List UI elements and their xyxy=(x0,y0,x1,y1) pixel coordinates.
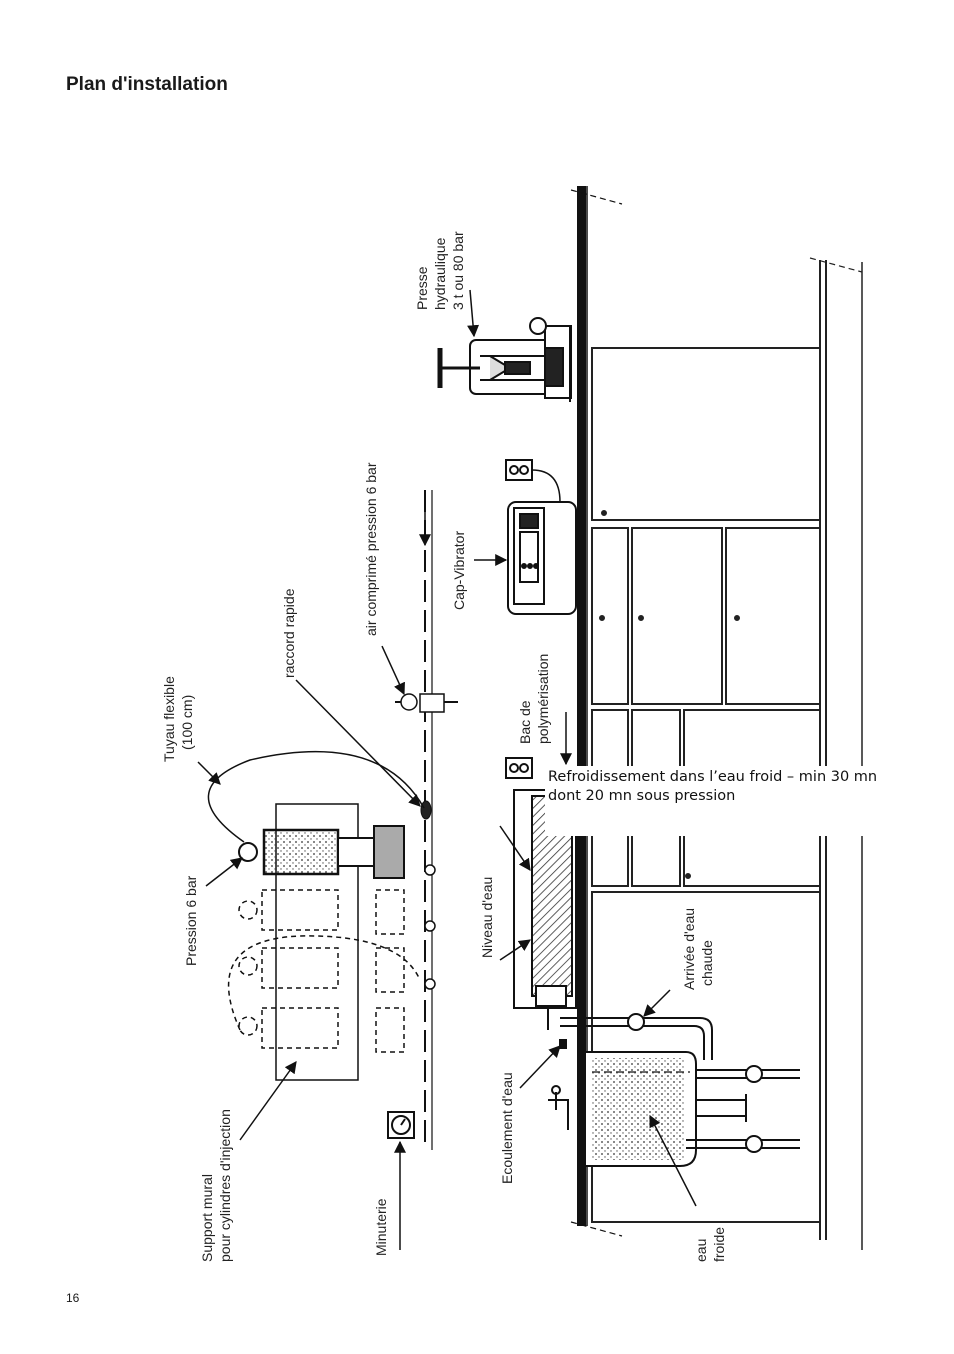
label-ecoulement: Ecoulement d'eau xyxy=(499,1072,515,1184)
cabinets xyxy=(591,257,863,1250)
label-air-comprime: air comprimé pression 6 bar xyxy=(363,462,379,636)
page-title: Plan d'installation xyxy=(66,74,228,95)
label-tuyau-2: (100 cm) xyxy=(179,695,195,750)
label-cap-vibrator: Cap-Vibrator xyxy=(451,531,467,610)
label-arrivee-1: Arrivée d'eau xyxy=(681,908,697,990)
leader-arrows xyxy=(197,289,697,1250)
timer xyxy=(387,1111,415,1139)
label-niveau-eau: Niveau d'eau xyxy=(479,877,495,958)
cap-vibrator xyxy=(505,459,577,615)
wall-support xyxy=(207,750,425,1081)
label-presse-1: Presse xyxy=(414,266,430,310)
label-eau-froide-2: froide xyxy=(711,1227,727,1262)
label-raccord-rapide: raccord rapide xyxy=(281,588,297,678)
label-eau-froide-1: eau xyxy=(693,1239,709,1262)
label-pression: Pression 6 bar xyxy=(183,875,199,966)
cooling-callout-line2: dont 20 mn sous pression xyxy=(548,788,736,804)
cooling-callout: Refroidissement dans l’eau froid – min 3… xyxy=(545,766,905,836)
sink xyxy=(548,1013,800,1167)
page-number: 16 xyxy=(66,1291,80,1305)
air-line xyxy=(395,490,458,1150)
label-presse-2: hydraulique xyxy=(432,237,448,310)
label-support-1: Support mural xyxy=(199,1174,215,1262)
label-arrivee-2: chaude xyxy=(699,940,715,986)
label-bac-1: Bac de xyxy=(517,700,533,744)
label-presse-3: 3 t ou 80 bar xyxy=(450,231,466,310)
label-minuterie: Minuterie xyxy=(373,1198,389,1256)
cooling-callout-line1: Refroidissement dans l’eau froid – min 3… xyxy=(548,769,878,785)
label-support-2: pour cylindres d'injection xyxy=(217,1109,233,1262)
label-bac-2: polymérisation xyxy=(535,654,551,744)
label-tuyau-1: Tuyau flexible xyxy=(161,676,177,762)
hydraulic-press xyxy=(437,317,572,402)
